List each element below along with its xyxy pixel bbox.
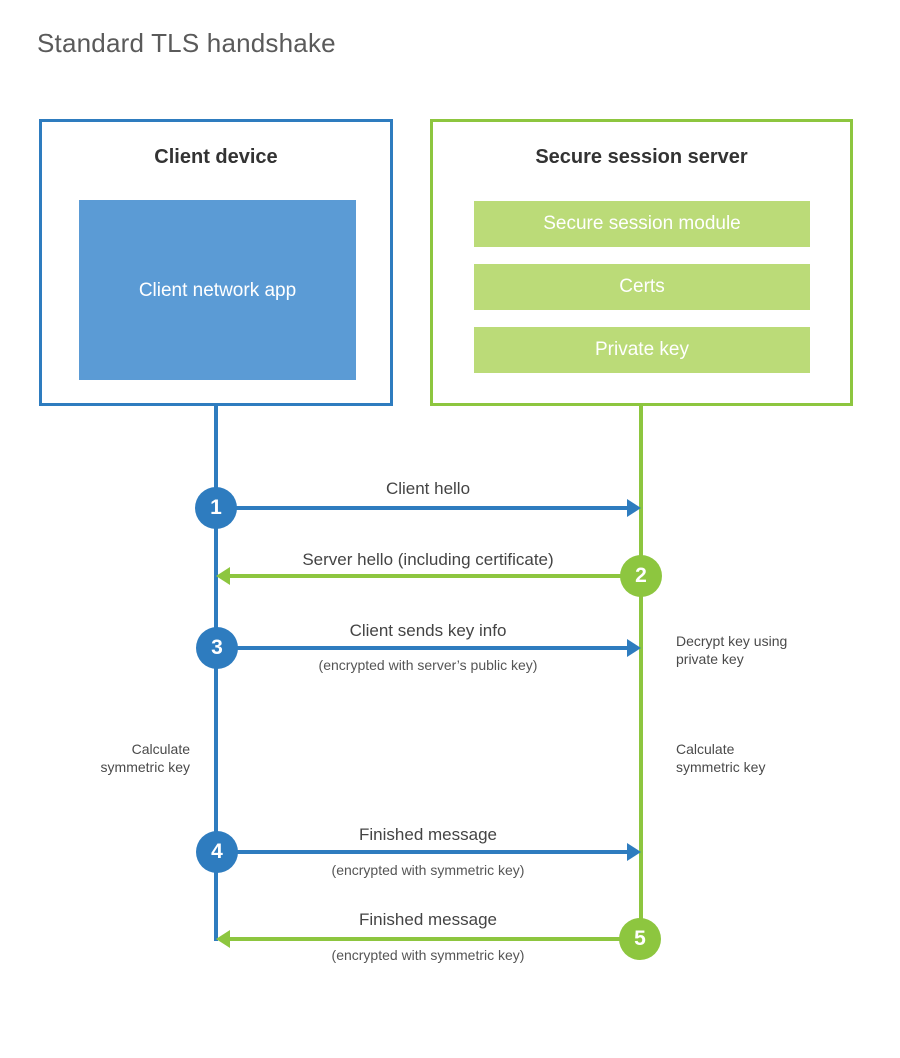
- note-decrypt-key: Decrypt key using private key: [676, 632, 856, 668]
- client-network-app-block: Client network app: [79, 200, 356, 380]
- step-5-arrow-head-icon: [216, 930, 230, 948]
- step-3-arrow-line: [216, 646, 628, 650]
- step-5-sublabel: (encrypted with symmetric key): [331, 947, 525, 963]
- secure-session-server-title: Secure session server: [535, 146, 748, 168]
- step-4-label: Finished message: [359, 825, 497, 844]
- client-lifeline: [214, 403, 218, 941]
- step-5-label: Finished message: [359, 910, 497, 929]
- note-server-calculate-symmetric-key: Calculate symmetric key: [676, 740, 856, 776]
- server-component-private-key: Private key: [474, 327, 810, 373]
- note-decrypt-key-line-1: Decrypt key using: [676, 633, 788, 649]
- note-decrypt-key-line-2: private key: [676, 651, 744, 667]
- step-2-label: Server hello (including certificate): [302, 550, 554, 569]
- step-4-arrow-head-icon: [627, 843, 641, 861]
- server-lifeline: [639, 403, 643, 939]
- step-3-marker[interactable]: 3: [196, 627, 238, 669]
- note-server-calculate-line-1: Calculate: [676, 741, 735, 757]
- server-component-secure-session-module: Secure session module: [474, 201, 810, 247]
- secure-session-server-box: Secure session server Secure session mod…: [430, 119, 853, 406]
- step-3-sublabel: (encrypted with server’s public key): [318, 657, 538, 673]
- step-3-arrow-head-icon: [627, 639, 641, 657]
- page-title: Standard TLS handshake: [37, 28, 336, 58]
- client-device-title: Client device: [154, 146, 278, 168]
- step-4-sublabel: (encrypted with symmetric key): [331, 862, 525, 878]
- step-2-arrow-head-icon: [216, 567, 230, 585]
- note-client-calculate-line-1: Calculate: [131, 741, 190, 757]
- step-2-arrow-line: [228, 574, 628, 578]
- step-4-arrow-line: [216, 850, 628, 854]
- note-client-calculate-symmetric-key: Calculate symmetric key: [10, 740, 190, 776]
- note-client-calculate-line-2: symmetric key: [100, 759, 190, 775]
- step-5-arrow-line: [228, 937, 628, 941]
- step-3-label: Client sends key info: [349, 621, 507, 640]
- step-4-marker[interactable]: 4: [196, 831, 238, 873]
- step-1-label: Client hello: [385, 479, 471, 498]
- step-1-arrow-head-icon: [627, 499, 641, 517]
- note-server-calculate-line-2: symmetric key: [676, 759, 766, 775]
- step-1-marker[interactable]: 1: [195, 487, 237, 529]
- server-component-certs: Certs: [474, 264, 810, 310]
- step-5-marker[interactable]: 5: [619, 918, 661, 960]
- step-2-marker[interactable]: 2: [620, 555, 662, 597]
- step-1-arrow-line: [216, 506, 628, 510]
- client-device-box: Client device Client network app: [39, 119, 393, 406]
